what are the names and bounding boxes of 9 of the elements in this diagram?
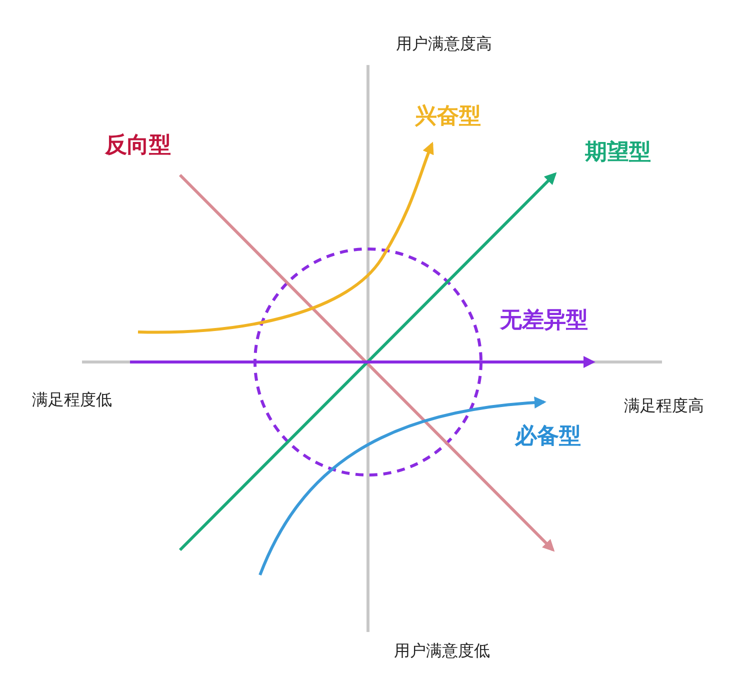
curve-label: 反向型 [105,133,171,160]
curve-label: 无差异型 [500,308,588,334]
axis-label: 用户满意度低 [394,641,490,660]
curve-label: 期望型 [585,140,651,166]
axis-label: 用户满意度高 [396,34,492,54]
curve-label: 兴奋型 [415,104,481,130]
axis-label: 满足程度高 [624,396,704,416]
axis-label: 满足程度低 [32,390,112,410]
curve-label: 必备型 [515,424,581,450]
